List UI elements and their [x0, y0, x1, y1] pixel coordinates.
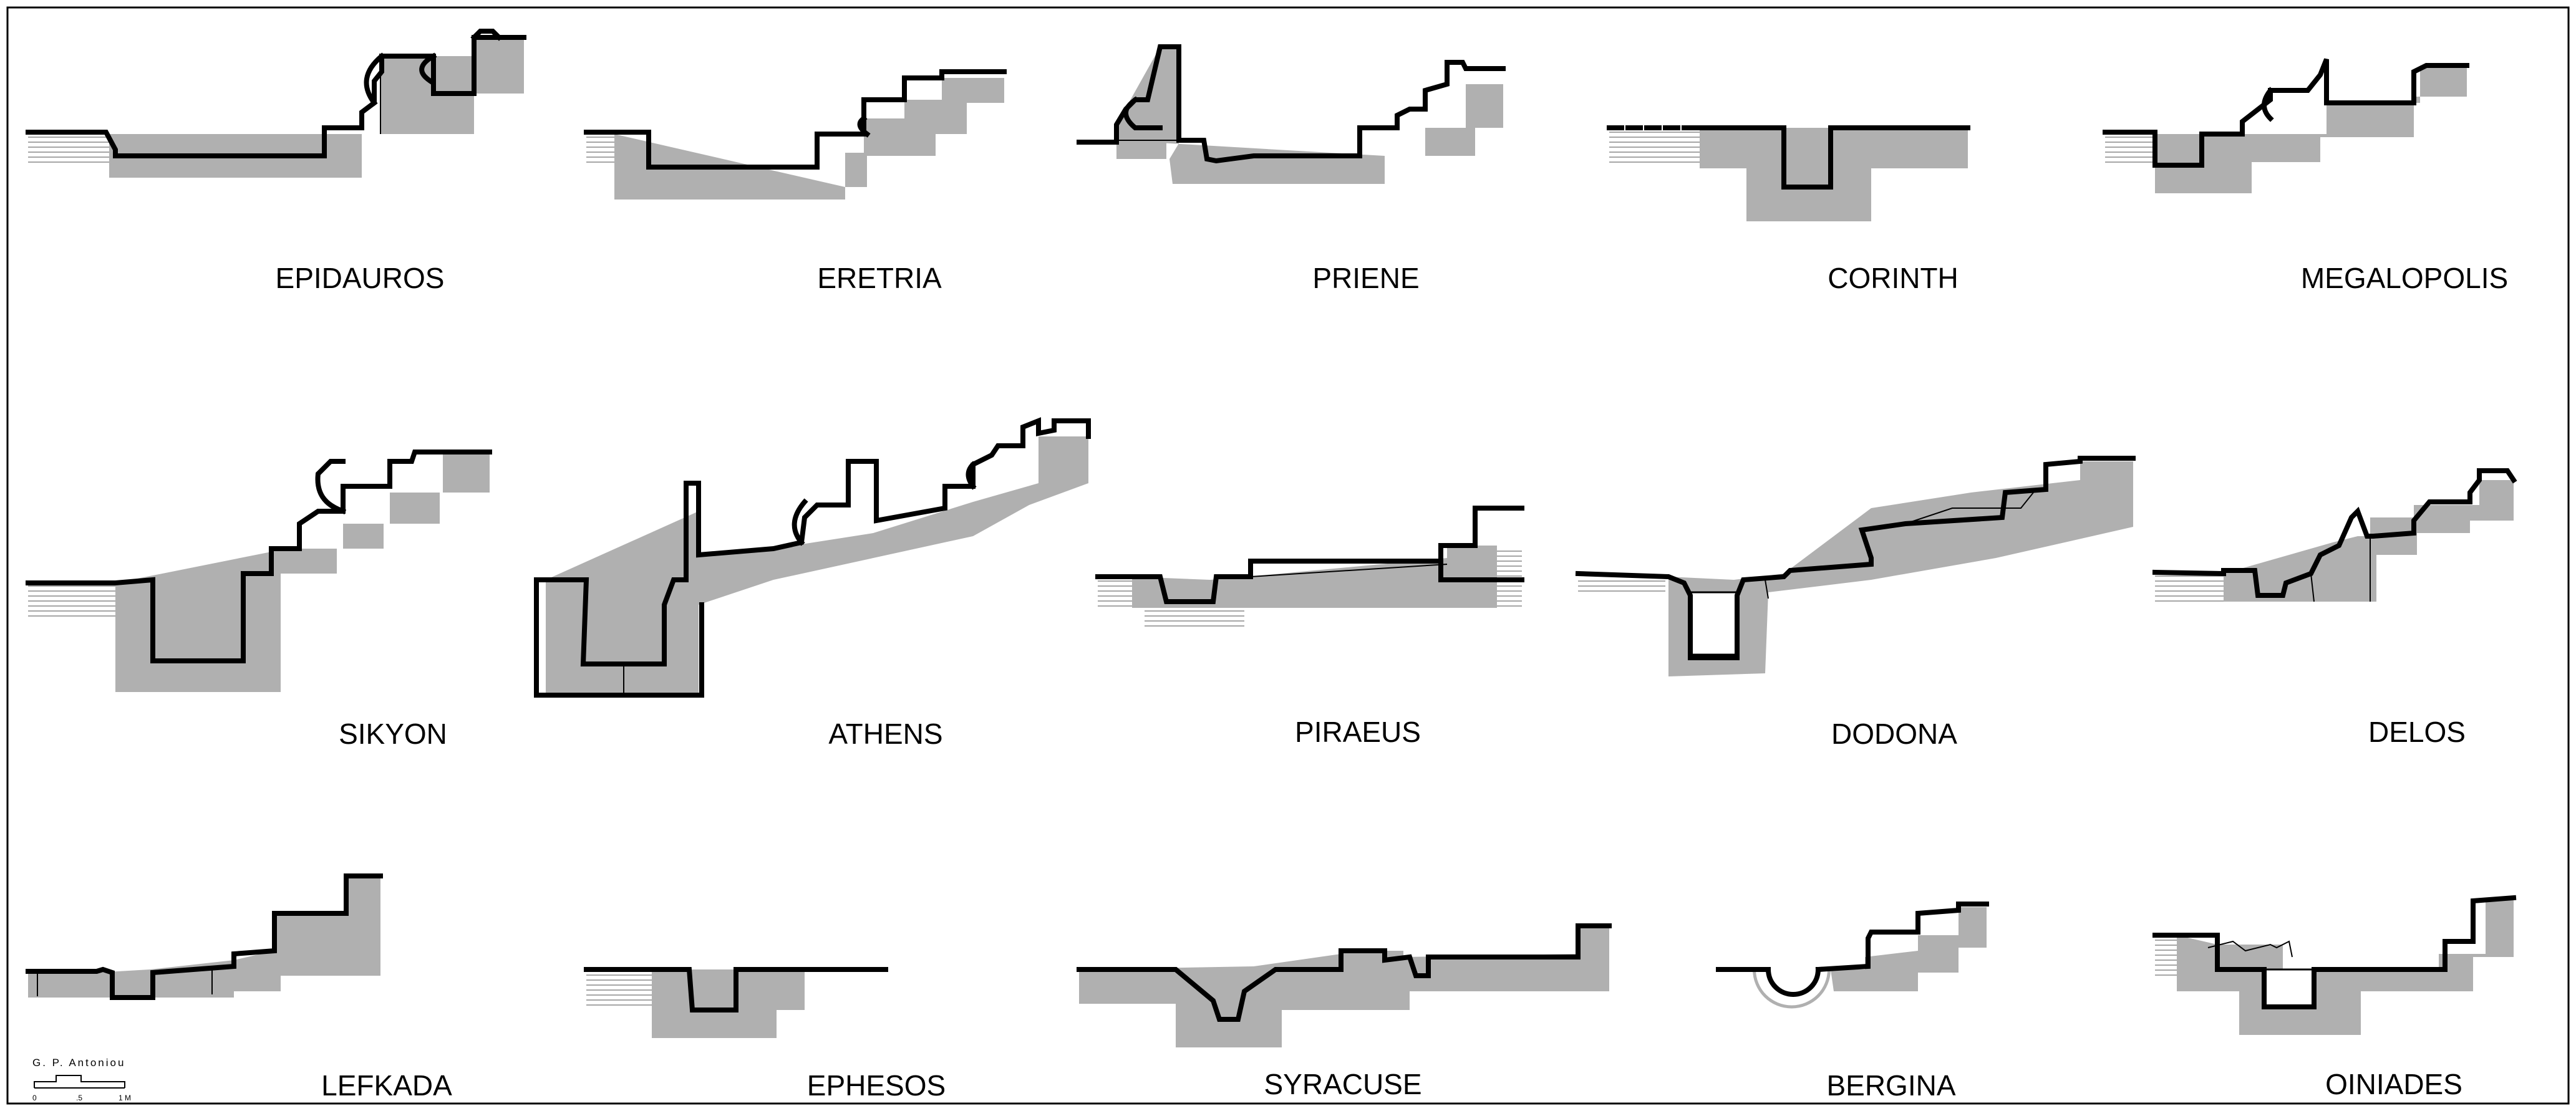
- section-athens: [534, 417, 1091, 698]
- section-delos: [2152, 468, 2517, 602]
- section-ephesos: [584, 967, 888, 1038]
- section-oiniades: [2152, 895, 2517, 1035]
- section-label-corinth: CORINTH: [1828, 262, 1959, 294]
- section-label-ephesos: EPHESOS: [807, 1069, 946, 1102]
- section-sikyon: [26, 450, 492, 692]
- section-label-lefkada: LEFKADA: [321, 1069, 452, 1102]
- section-label-athens: ATHENS: [828, 718, 942, 750]
- section-piraeus: [1095, 506, 1524, 630]
- section-lefkada: [26, 873, 383, 1000]
- section-label-sikyon: SIKYON: [339, 718, 447, 750]
- section-label-piraeus: PIRAEUS: [1295, 716, 1421, 748]
- section-label-epidauros: EPIDAUROS: [276, 262, 445, 294]
- section-bergina: [1716, 902, 1989, 1009]
- section-megalopolis: [2103, 58, 2469, 193]
- section-label-megalopolis: MEGALOPOLIS: [2301, 262, 2508, 294]
- section-syracuse: [1077, 923, 1612, 1047]
- section-label-syracuse: SYRACUSE: [1264, 1068, 1421, 1100]
- scale-tick-half: .5: [76, 1094, 82, 1102]
- section-label-eretria: ERETRIA: [817, 262, 942, 294]
- section-label-bergina: BERGINA: [1826, 1069, 1955, 1102]
- author-credit: G. P. Antoniou: [32, 1057, 125, 1069]
- scale-tick-0: 0: [32, 1094, 37, 1102]
- section-label-priene: PRIENE: [1312, 262, 1419, 294]
- section-label-dodona: DODONA: [1831, 718, 1957, 750]
- section-dodona: [1575, 456, 2136, 676]
- scale-tick-1m: 1 M: [119, 1094, 131, 1102]
- section-eretria: [584, 69, 1007, 200]
- section-priene: [1077, 44, 1506, 184]
- section-epidauros: [26, 29, 526, 178]
- scale-bar: [34, 1075, 125, 1089]
- section-corinth: [1607, 125, 1970, 221]
- drawing-border: [6, 6, 2570, 1105]
- section-label-delos: DELOS: [2368, 716, 2466, 748]
- section-label-oiniades: OINIADES: [2325, 1068, 2462, 1100]
